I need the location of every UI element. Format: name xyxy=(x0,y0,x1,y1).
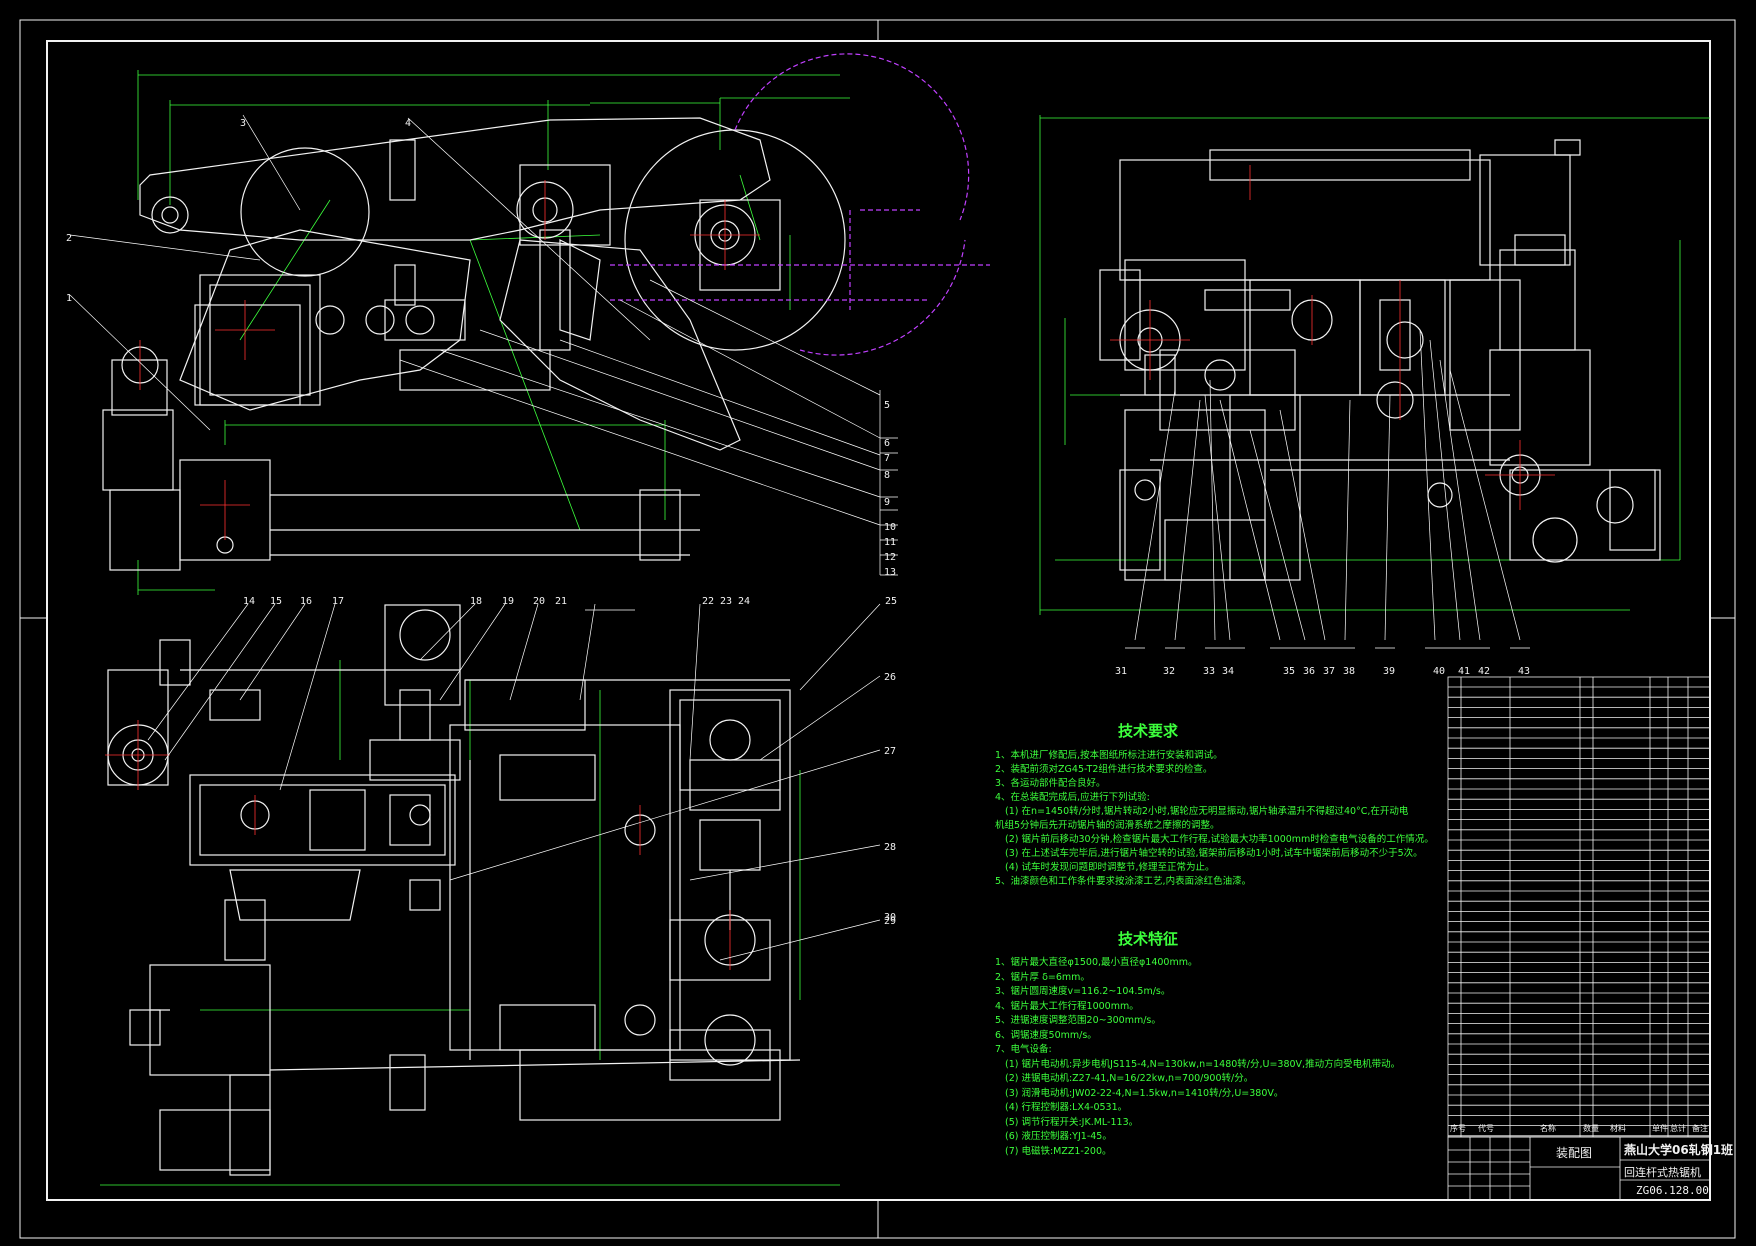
callout-17: 17 xyxy=(332,596,345,607)
drawing-type: 装配图 xyxy=(1556,1146,1593,1160)
callout-19: 19 xyxy=(502,596,515,607)
callout-34: 34 xyxy=(1222,666,1235,677)
requirement-line: 4、在总装配完成后,应进行下列试验: xyxy=(995,792,1150,803)
callout-8: 8 xyxy=(884,470,891,481)
callout-40: 40 xyxy=(1433,666,1446,677)
callout-23: 23 xyxy=(720,596,733,607)
bom-header-cell: 总计 xyxy=(1670,1124,1686,1133)
requirements-title: 技术要求 xyxy=(1118,722,1179,740)
callout-42: 42 xyxy=(1478,666,1491,677)
bom-header-cell: 单件 xyxy=(1652,1124,1668,1133)
bom-header-cell: 数量 xyxy=(1583,1124,1599,1133)
requirement-line: 3、各运动部件配合良好。 xyxy=(995,778,1106,789)
callout-36: 36 xyxy=(1303,666,1316,677)
spec-line: 2、锯片厚 δ=6mm。 xyxy=(995,971,1090,983)
callout-33: 33 xyxy=(1203,666,1216,677)
callout-11: 11 xyxy=(884,537,897,548)
callout-26: 26 xyxy=(884,672,897,683)
callout-39: 39 xyxy=(1383,666,1396,677)
callout-7: 7 xyxy=(884,453,891,464)
title-block xyxy=(1447,1136,1711,1201)
spec-line: 7、电气设备: xyxy=(995,1044,1052,1055)
callout-32: 32 xyxy=(1163,666,1176,677)
callout-25: 25 xyxy=(885,596,898,607)
spec-line: 6、调锯速度50mm/s。 xyxy=(995,1029,1097,1041)
spec-line: (5) 调节行程开关:JK.ML-113。 xyxy=(1005,1116,1139,1128)
spec-line: 5、进锯速度调整范围20~300mm/s。 xyxy=(995,1015,1161,1026)
callout-43: 43 xyxy=(1518,666,1531,677)
bom-header-cell: 序号 xyxy=(1450,1124,1466,1133)
bom-header-cell: 备注 xyxy=(1692,1124,1708,1133)
callout-6: 6 xyxy=(884,438,891,449)
callout-35: 35 xyxy=(1283,666,1296,677)
side-view xyxy=(1039,115,1710,649)
spec-line: (2) 进锯电动机:Z27-41,N=16/22kw,n=700/900转/分。 xyxy=(1005,1073,1254,1084)
callout-18: 18 xyxy=(470,596,483,607)
bom-header-cell: 材料 xyxy=(1610,1124,1626,1133)
callout-10: 10 xyxy=(884,522,897,533)
spec-line: (7) 电磁铁:MZZ1-200。 xyxy=(1005,1145,1112,1157)
bom-header-cell: 代号 xyxy=(1478,1124,1494,1133)
callout-1: 1 xyxy=(66,293,73,304)
callout-3: 3 xyxy=(240,118,247,129)
callout-37: 37 xyxy=(1323,666,1336,677)
callout-31: 31 xyxy=(1115,666,1128,677)
spec-line: (1) 锯片电动机:异步电机JS115-4,N=130kw,n=1480转/分,… xyxy=(1005,1058,1401,1070)
front-view xyxy=(69,53,990,595)
callout-14: 14 xyxy=(243,596,256,607)
callout-16: 16 xyxy=(300,596,313,607)
callout-22: 22 xyxy=(702,596,715,607)
callout-38: 38 xyxy=(1343,666,1356,677)
callout-4: 4 xyxy=(405,118,412,129)
callout-24: 24 xyxy=(738,596,751,607)
spec-line: (4) 行程控制器:LX4-0531。 xyxy=(1005,1102,1128,1113)
spec-line: 3、锯片圆周速度v=116.2~104.5m/s。 xyxy=(995,986,1171,997)
requirement-line: 机组5分钟后先开动锯片轴的润滑系统之摩擦的调整。 xyxy=(995,820,1220,831)
callout-27: 27 xyxy=(884,746,897,757)
machine-name: 回连杆式热锯机 xyxy=(1624,1166,1701,1179)
requirement-line: 5、油漆颜色和工作条件要求按涂漆工艺,内表面涂红色油漆。 xyxy=(995,876,1252,887)
callout-30: 30 xyxy=(884,912,897,923)
school-name: 燕山大学06轧钢1班 xyxy=(1624,1143,1734,1157)
bom-header-cell: 名称 xyxy=(1540,1124,1556,1133)
requirement-line: (4) 试车时发现问题即时调整节,修理至正常为止。 xyxy=(1005,862,1215,873)
callout-28: 28 xyxy=(884,842,897,853)
plan-view xyxy=(100,603,881,1186)
callout-29: 29 xyxy=(884,916,897,927)
callout-41: 41 xyxy=(1458,666,1471,677)
requirement-line: 2、装配前须对ZG45-T2组件进行技术要求的检查。 xyxy=(995,764,1213,775)
requirement-line: (1) 在n=1450转/分时,锯片转动2小时,锯轮应无明显振动,锯片轴承温升不… xyxy=(1005,806,1409,817)
requirement-line: (3) 在上述试车完毕后,进行锯片轴空转的试验,锯架前后移动1小时,试车中锯架前… xyxy=(1005,848,1423,859)
callout-5: 5 xyxy=(884,400,891,411)
spec-line: (6) 液压控制器:YJ1-45。 xyxy=(1005,1131,1112,1142)
callout-13: 13 xyxy=(884,567,897,578)
callout-21: 21 xyxy=(555,596,568,607)
callout-9: 9 xyxy=(884,497,891,508)
callout-15: 15 xyxy=(270,596,283,607)
drawing-number: ZG06.128.00 xyxy=(1636,1184,1709,1197)
sheet-border xyxy=(19,19,1736,1239)
bom-table xyxy=(1447,676,1711,1138)
spec-line: (3) 润滑电动机:JW02-22-4,N=1.5kw,n=1410转/分,U=… xyxy=(1005,1087,1284,1099)
callout-12: 12 xyxy=(884,552,897,563)
requirement-line: (2) 锯片前后移动30分钟,检查锯片最大工作行程,试验最大功率1000mm时检… xyxy=(1005,834,1434,845)
spec-line: 4、锯片最大工作行程1000mm。 xyxy=(995,1000,1139,1012)
spec-line: 1、锯片最大直径φ1500,最小直径φ1400mm。 xyxy=(995,957,1198,968)
callout-2: 2 xyxy=(66,233,73,244)
specs-title: 技术特征 xyxy=(1118,930,1179,948)
requirement-line: 1、本机进厂修配后,按本图纸所标注进行安装和调试。 xyxy=(995,750,1223,761)
callout-20: 20 xyxy=(533,596,546,607)
